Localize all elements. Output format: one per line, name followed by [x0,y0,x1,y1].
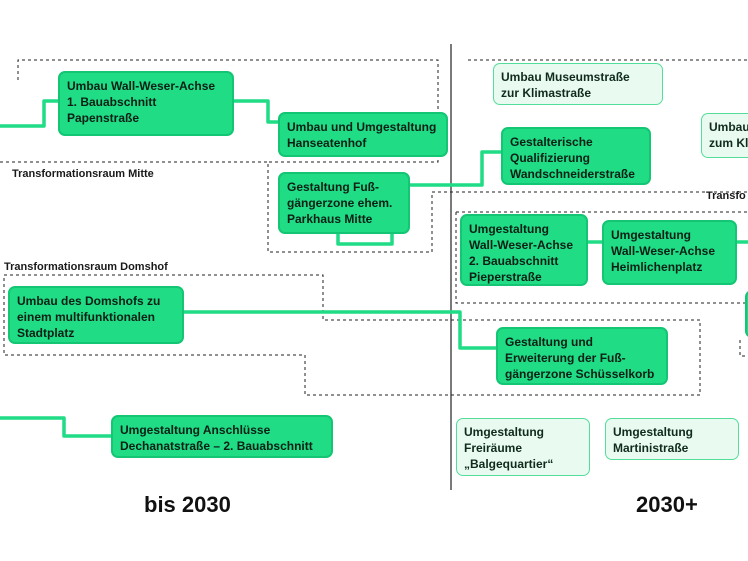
zone-label-domshof: Transformationsraum Domshof [4,261,168,273]
node-parkhaus: Gestaltung Fuß- gängerzone ehem. Parkhau… [278,172,410,234]
zone-right-lower-outline [739,340,748,357]
node-heimlichen: Umgestaltung Wall-Weser-Achse Heimlichen… [602,220,737,285]
connector-wall-weser-to-hanseatenhof [234,99,280,124]
node-wall-weser-1: Umbau Wall-Weser-Achse 1. Bauabschnitt P… [58,71,234,136]
connector-parkhaus-bracket [336,232,394,246]
node-schuesselkorb: Gestaltung und Erweiterung der Fuß- gäng… [496,327,668,385]
node-balgequartier: Umgestaltung Freiräume „Balgequartier“ [456,418,590,476]
connector-hanseatenhof-to-wandschneider [410,150,503,187]
node-dechanat: Umgestaltung Anschlüsse Dechanatstraße –… [111,415,333,458]
node-pieper: Umgestaltung Wall-Weser-Achse 2. Bauabsc… [460,214,588,286]
zone-label-mitte: Transformationsraum Mitte [12,168,154,180]
node-martini: Umgestaltung Martinistraße [605,418,739,460]
connector-start-to-dechanat [0,416,113,438]
node-domshof: Umbau des Domshofs zu einem multifunktio… [8,286,184,344]
zone-right-outline [455,211,748,304]
zone-domshof-outline [3,274,701,396]
connector-start-to-wall-weser [0,99,60,128]
node-wandschneider: Gestalterische Qualifizierung Wandschnei… [501,127,651,185]
node-klima-partial: Umbau zum Kl [701,113,748,158]
node-museum: Umbau Museumstraße zur Klimastraße [493,63,663,105]
zone-label-right: Transfo [706,190,746,202]
period-label-before: bis 2030 [144,492,231,517]
connector-domshof-to-schuesselkorb [184,310,498,350]
period-label-after: 2030+ [636,492,698,517]
node-hanseatenhof: Umbau und Umgestaltung Hanseatenhof [278,112,448,157]
